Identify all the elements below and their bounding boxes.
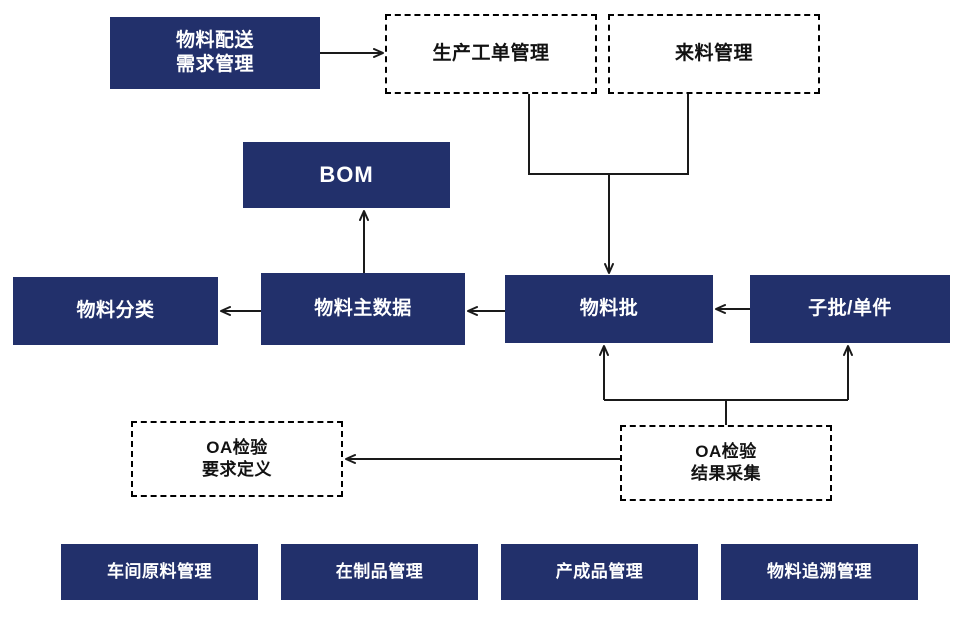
node-material-batch[interactable]: 物料批 — [505, 275, 713, 343]
node-production-work-order[interactable]: 生产工单管理 — [385, 14, 597, 94]
node-incoming-material[interactable]: 来料管理 — [608, 14, 820, 94]
node-workshop-raw-material[interactable]: 车间原料管理 — [61, 544, 258, 600]
node-finished-product[interactable]: 产成品管理 — [501, 544, 698, 600]
node-material-master-data[interactable]: 物料主数据 — [261, 273, 465, 345]
edge-workorder-merge — [528, 94, 689, 175]
node-work-in-process[interactable]: 在制品管理 — [281, 544, 478, 600]
node-oa-inspection-result[interactable]: OA检验 结果采集 — [620, 425, 832, 501]
node-oa-inspection-definition[interactable]: OA检验 要求定义 — [131, 421, 343, 497]
node-material-category[interactable]: 物料分类 — [13, 277, 218, 345]
node-material-traceability[interactable]: 物料追溯管理 — [721, 544, 918, 600]
node-material-delivery-demand[interactable]: 物料配送 需求管理 — [110, 17, 320, 89]
node-bom[interactable]: BOM — [243, 142, 450, 208]
node-sub-batch-unit[interactable]: 子批/单件 — [750, 275, 950, 343]
